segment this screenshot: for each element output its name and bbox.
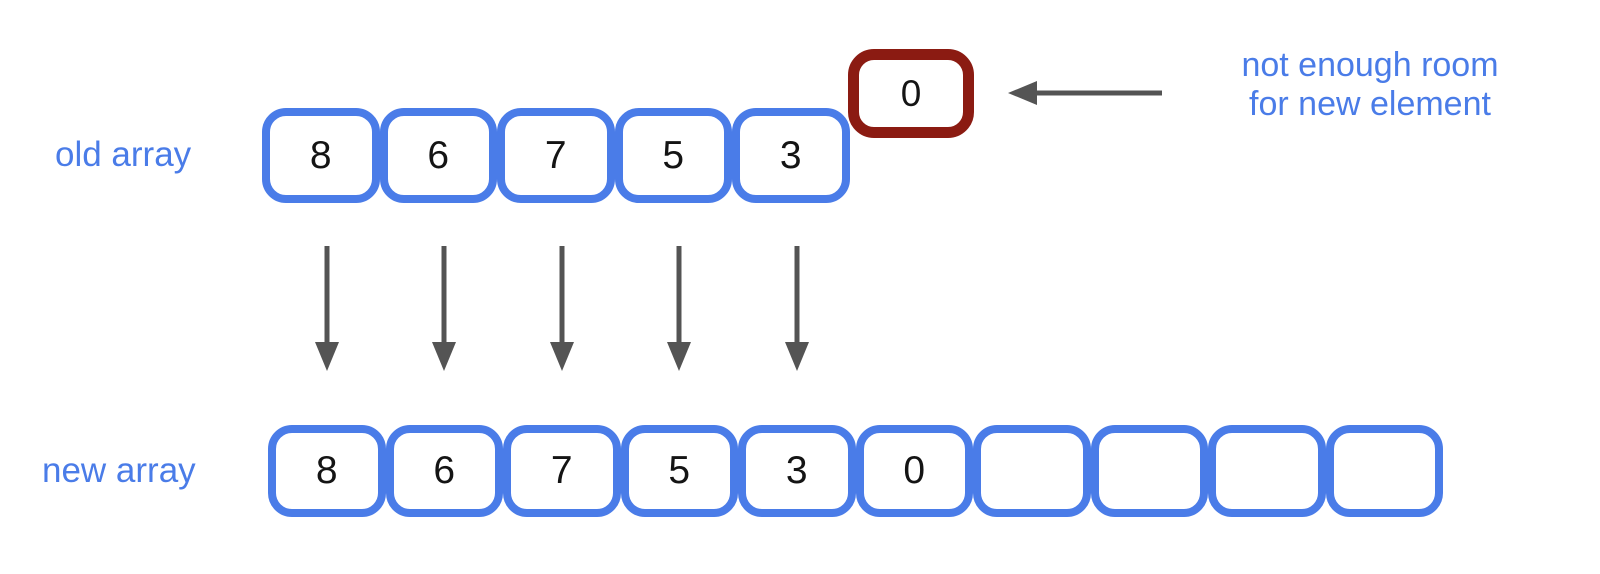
- old-array-cell: 5: [614, 108, 732, 203]
- down-arrow-icon: [432, 246, 456, 371]
- annotation-line-2: for new element: [1249, 85, 1491, 123]
- new-array-cell: [973, 425, 1091, 517]
- down-arrow-icon: [315, 246, 339, 371]
- new-array-cell: 5: [620, 425, 738, 517]
- left-arrow-icon: [1008, 81, 1162, 105]
- down-arrow-icon: [667, 246, 691, 371]
- new-array-cell: 7: [503, 425, 621, 517]
- new-array-row: 8 6 7 5 3 0: [268, 425, 1443, 517]
- down-arrow-icon: [785, 246, 809, 371]
- old-array-cell: 8: [262, 108, 380, 203]
- new-array-cell: 0: [855, 425, 973, 517]
- overflow-cell: 0: [848, 49, 974, 138]
- new-array-label: new array: [42, 451, 196, 490]
- old-array-cell: 7: [497, 108, 615, 203]
- new-array-cell: 6: [385, 425, 503, 517]
- new-array-cell: [1325, 425, 1443, 517]
- annotation-text: not enough room for new element: [1190, 46, 1550, 124]
- annotation-line-1: not enough room: [1241, 46, 1499, 84]
- new-array-cell: [1208, 425, 1326, 517]
- new-array-cell: 8: [268, 425, 386, 517]
- old-array-row: 8 6 7 5 3: [262, 108, 850, 203]
- down-arrow-icon: [550, 246, 574, 371]
- old-array-cell: 3: [732, 108, 850, 203]
- new-array-cell: 3: [738, 425, 856, 517]
- old-array-label: old array: [55, 135, 192, 174]
- new-array-cell: [1090, 425, 1208, 517]
- old-array-cell: 6: [379, 108, 497, 203]
